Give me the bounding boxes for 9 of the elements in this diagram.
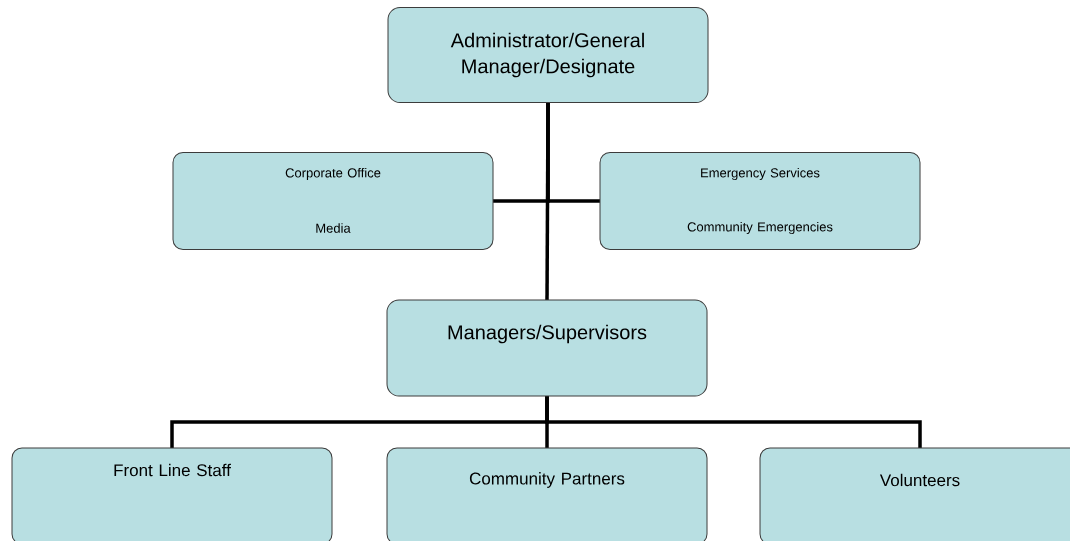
org-box: Managers/Supervisors [386,299,708,397]
org-box: Emergency Services Community Emergencies [599,152,921,250]
org-box: Front Line Staff [11,447,333,541]
org-box: Corporate Office Media [172,152,494,250]
connector-line [545,396,922,448]
org-box: Administrator/General Manager/Designate [387,7,709,103]
org-box: Volunteers [759,447,1070,541]
connector-line [546,102,600,203]
org-box: Community Partners [386,447,708,541]
